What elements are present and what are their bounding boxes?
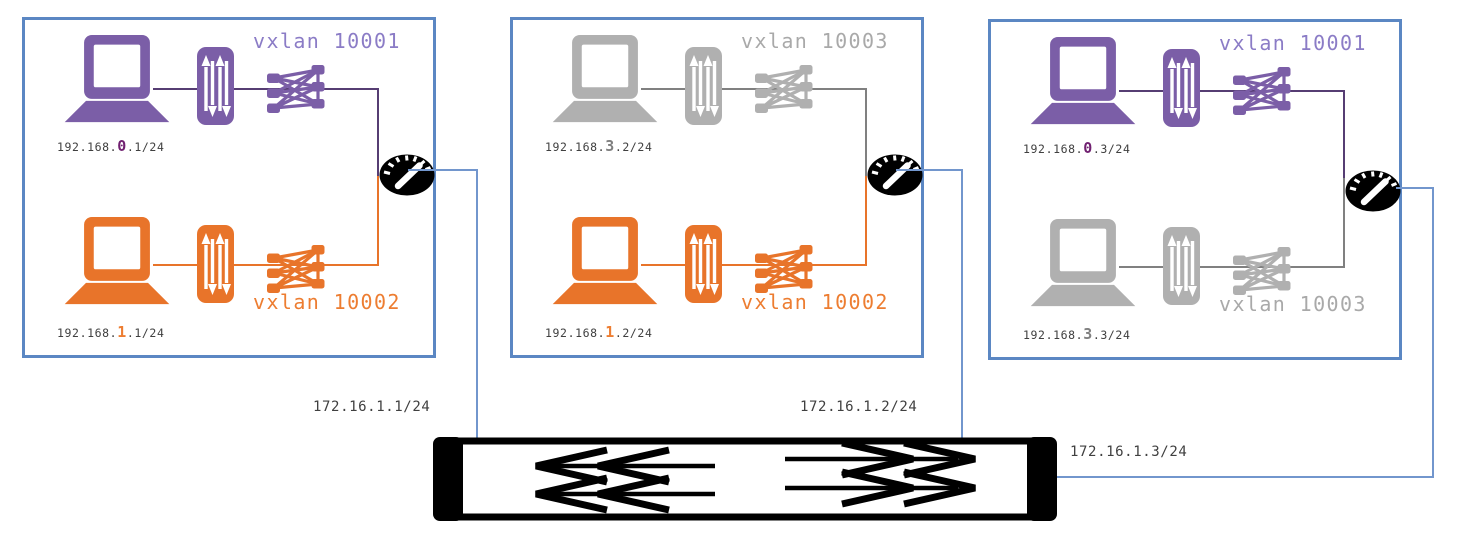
ethernet-cable-icon — [433, 437, 1057, 521]
ip-prefix: 192.168. — [545, 140, 606, 154]
ip-vnet-digit: 1 — [605, 323, 615, 341]
nic-traffic-icon — [197, 225, 234, 303]
ip-label: 192.168.3.2/24 — [545, 137, 652, 155]
uplink-line — [408, 169, 478, 171]
ip-label: 192.168.0.3/24 — [1023, 139, 1130, 157]
host-box-2: vxlan 10003 192.168.3.2/24 vxlan 10002 1… — [510, 17, 924, 358]
ip-vnet-digit: 1 — [117, 323, 127, 341]
ip-suffix: .2/24 — [614, 140, 653, 154]
nic-traffic-icon — [685, 225, 722, 303]
uplink-line — [1057, 476, 1434, 478]
host-box-3: vxlan 10001 192.168.0.3/24 vxlan 10003 1… — [988, 19, 1402, 360]
uplink-line — [1432, 187, 1434, 478]
laptop-icon — [546, 217, 664, 309]
ip-prefix: 192.168. — [1023, 328, 1084, 342]
speedometer-icon — [1345, 170, 1401, 212]
ip-prefix: 192.168. — [57, 326, 118, 340]
nic-traffic-icon — [1163, 49, 1200, 127]
ip-label: 192.168.1.2/24 — [545, 323, 652, 341]
vxlan-link-line — [865, 88, 867, 176]
vxlan-mesh-icon — [754, 63, 814, 115]
uplink-line — [476, 169, 478, 439]
vxlan-label: vxlan 10002 — [741, 290, 889, 314]
ip-label: 192.168.3.3/24 — [1023, 325, 1130, 343]
ip-suffix: .3/24 — [1092, 142, 1131, 156]
ip-vnet-digit: 3 — [605, 137, 615, 155]
vxlan-link-line — [153, 264, 379, 266]
vxlan-link-line — [1343, 178, 1345, 266]
laptop-icon — [1024, 37, 1142, 129]
ip-prefix: 192.168. — [1023, 142, 1084, 156]
vxlan-link-line — [1119, 266, 1345, 268]
speedometer-icon — [379, 154, 435, 196]
vxlan-link-line — [641, 264, 867, 266]
ip-vnet-digit: 0 — [117, 137, 127, 155]
ip-suffix: .1/24 — [126, 326, 165, 340]
ip-prefix: 192.168. — [545, 326, 606, 340]
uplink-line — [961, 169, 963, 439]
ip-label: 192.168.0.1/24 — [57, 137, 164, 155]
vxlan-link-line — [153, 88, 379, 90]
ip-label: 192.168.1.1/24 — [57, 323, 164, 341]
uplink-line — [1396, 187, 1434, 189]
laptop-icon — [546, 35, 664, 127]
vxlan-mesh-icon — [754, 243, 814, 295]
vxlan-mesh-icon — [266, 63, 326, 115]
right-arrows — [785, 439, 976, 508]
vxlan-label: vxlan 10003 — [741, 29, 889, 53]
ip-suffix: .1/24 — [126, 140, 165, 154]
vxlan-mesh-icon — [1232, 65, 1292, 117]
uplink-ip-label: 172.16.1.1/24 — [313, 399, 431, 415]
nic-traffic-icon — [197, 47, 234, 125]
laptop-icon — [58, 35, 176, 127]
uplink-line — [896, 169, 963, 171]
ip-vnet-digit: 3 — [1083, 325, 1093, 343]
vxlan-label: vxlan 10003 — [1219, 292, 1367, 316]
ip-suffix: .2/24 — [614, 326, 653, 340]
vxlan-mesh-icon — [1232, 245, 1292, 297]
vxlan-link-line — [377, 88, 379, 176]
ip-prefix: 192.168. — [57, 140, 118, 154]
vxlan-label: vxlan 10001 — [1219, 31, 1367, 55]
uplink-ip-label: 172.16.1.2/24 — [800, 399, 918, 415]
vxlan-label: vxlan 10002 — [253, 290, 401, 314]
left-arrows — [535, 446, 715, 514]
vxlan-link-line — [1343, 90, 1345, 178]
laptop-icon — [1024, 219, 1142, 311]
vxlan-link-line — [641, 88, 867, 90]
vxlan-link-line — [865, 176, 867, 264]
uplink-ip-label: 172.16.1.3/24 — [1070, 444, 1188, 460]
host-box-1: vxlan 10001 192.168.0.1/24 vxlan 10002 1… — [22, 17, 436, 358]
speedometer-icon — [867, 154, 923, 196]
vxlan-mesh-icon — [266, 243, 326, 295]
nic-traffic-icon — [1163, 227, 1200, 305]
vxlan-label: vxlan 10001 — [253, 29, 401, 53]
ip-vnet-digit: 0 — [1083, 139, 1093, 157]
ip-suffix: .3/24 — [1092, 328, 1131, 342]
vxlan-link-line — [377, 176, 379, 264]
vxlan-link-line — [1119, 90, 1345, 92]
nic-traffic-icon — [685, 47, 722, 125]
laptop-icon — [58, 217, 176, 309]
